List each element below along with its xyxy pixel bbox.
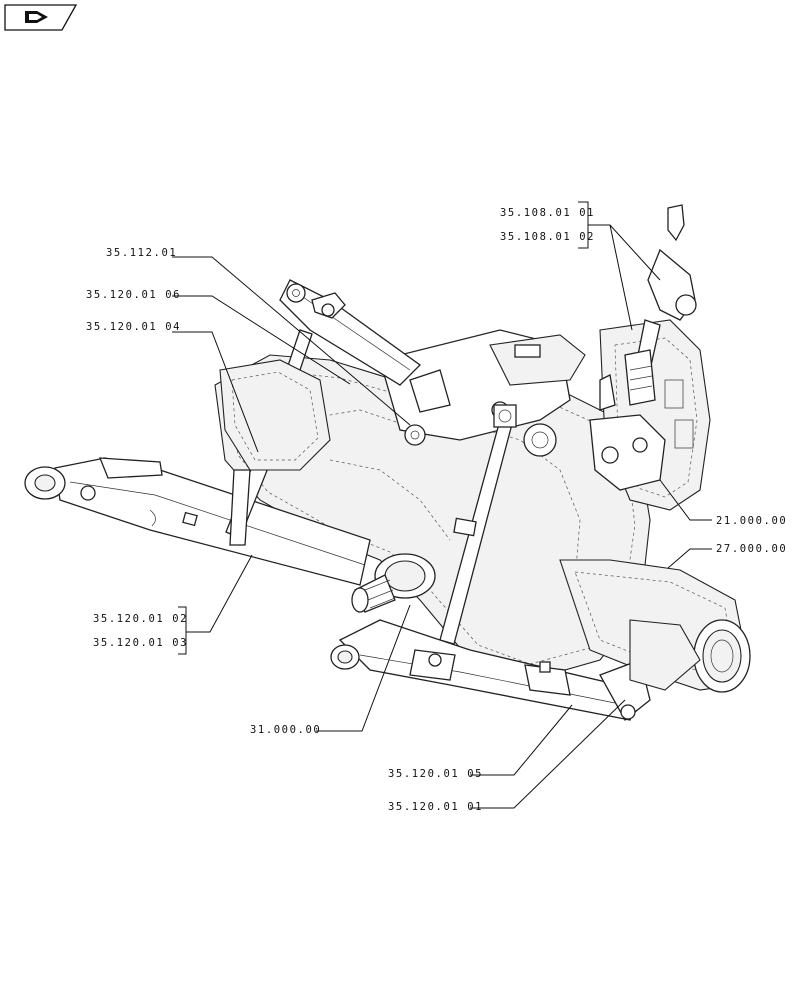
callout-label-35-120-01-06: 35.120.01 06 — [86, 289, 181, 301]
arrow-icon — [25, 11, 48, 23]
tractor-rear-assembly-illustration — [24, 204, 751, 721]
leader-line-21-000-00 — [659, 479, 712, 521]
leader-line-35-120-01-02 — [178, 554, 253, 655]
callout-label-35-120-01-01: 35.120.01 01 — [388, 801, 483, 813]
leader-line-31-000-00 — [316, 604, 411, 732]
leader-line-27-000-00 — [667, 548, 712, 569]
callout-label-35-120-01-02: 35.120.01 02 — [93, 613, 188, 625]
callout-label-35-108-01-02: 35.108.01 02 — [500, 231, 595, 243]
navigation-tab[interactable] — [4, 4, 78, 31]
leader-line-35-120-01-01 — [470, 699, 626, 809]
leader-line-35-112-01 — [172, 256, 411, 426]
callout-label-35-120-01-03: 35.120.01 03 — [93, 637, 188, 649]
callout-label-31-000-00: 31.000.00 — [250, 724, 321, 736]
leader-line-35-120-01-05 — [470, 704, 573, 776]
leader-line-35-120-01-06 — [172, 295, 351, 385]
callout-label-21-000-00: 21.000.00 — [716, 515, 787, 527]
callout-label-35-108-01-01: 35.108.01 01 — [500, 207, 595, 219]
callout-label-35-120-01-04: 35.120.01 04 — [86, 321, 181, 333]
callout-label-35-112-01: 35.112.01 — [106, 247, 177, 259]
callout-label-27-000-00: 27.000.00 — [716, 543, 787, 555]
leader-line-35-120-01-04 — [172, 331, 259, 453]
callout-label-35-120-01-05: 35.120.01 05 — [388, 768, 483, 780]
leader-line-35-108-01 — [578, 201, 661, 331]
